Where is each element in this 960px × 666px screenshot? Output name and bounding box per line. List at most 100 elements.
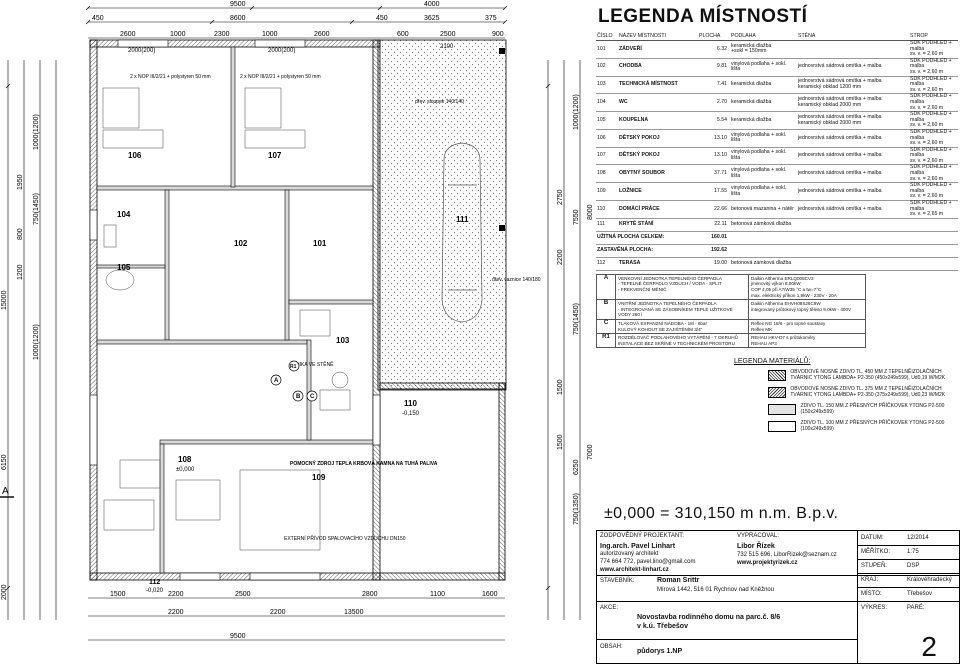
left-dimension-text: 15000 6150 2000 1950 1000(1200) 750(1450… (1, 114, 40, 600)
header-name: NÁZEV MÍSTNOSTI (618, 32, 698, 41)
designer-contact: 774 664 772, pavel.lino@gmail.com (600, 559, 696, 565)
room-num: 103 (596, 76, 618, 95)
interior-walls (96, 46, 374, 574)
room-wall: jednovrstvá sádrová omítka + malba (797, 182, 909, 202)
dim-left-3: 1950 (17, 174, 24, 190)
room-name: OBYTNÝ SOUBOR (618, 164, 698, 184)
room-area: 7.41 (698, 76, 730, 95)
note-external-air: EXTERNÍ PŘÍVOD SPALOVACÍHO VZDUCHU DN150 (284, 534, 406, 542)
dim-left-5: 750(1450) (33, 193, 40, 225)
room-ceiling: SDK PODHLED + malba sv. v. = 2,60 m (909, 147, 958, 166)
room-ceiling: SDK PODHLED + malba sv. v. = 2,60 m (909, 165, 958, 184)
builder-name: Roman Šrittr (657, 577, 700, 584)
equip-marker-r1-label: R1 (290, 364, 297, 370)
material-text: ZDIVO TL. 100 MM Z PŘESNÝCH PŘÍČKOVEK YT… (800, 420, 945, 433)
author-web: www.projektyrizek.cz (737, 560, 798, 566)
header-area: PLOCHA (698, 32, 730, 41)
pillars (499, 48, 505, 231)
equipment-label: VENKOVNÍ JEDNOTKA TEPELNÉHO ČERPADLA - T… (615, 273, 749, 301)
equipment-symbol: R1 (596, 333, 616, 349)
floor-plan: 106 107 104 105 102 101 103 108 ±0,000 1… (0, 1, 594, 641)
title-block: ZODPOVĚDNÝ PROJEKTANT: Ing.arch. Pavel L… (596, 530, 960, 664)
room-area: 17.55 (698, 182, 730, 202)
equipment-symbol: A (596, 273, 616, 301)
dim-left-4: 1000(1200) (33, 114, 40, 150)
designer-role: autorizovaný architekt (600, 551, 659, 557)
room-floor: vinylová podlaha + sokl. lišta (730, 182, 797, 202)
note-wood-beam: dřev. vaznice 140/180 (492, 277, 541, 283)
place-label: MÍSTO: (861, 591, 882, 597)
dim-left-7: 1000(1200) (33, 324, 40, 360)
terrace-num: 112 (596, 257, 618, 271)
note-lintel-2: 2 x NOP III/2/21 + polystyren 50 mm (240, 74, 321, 80)
room-area: 22.11 (698, 218, 730, 232)
area-sum-row: UŽITNÁ PLOCHA CELKEM:160.01 (596, 231, 958, 245)
sum-blank (730, 244, 958, 258)
furniture (102, 87, 351, 551)
dim-bottom-9: 2200 (270, 609, 286, 616)
dim-top-17: 2100 (440, 44, 454, 50)
sum-label: ZASTAVĚNÁ PLOCHA: (596, 244, 698, 258)
room-label-102: 102 (234, 239, 248, 248)
room-area: 22.66 (698, 200, 730, 219)
dimension-text: 9500 8600 4000 3625 450 450 375 2600 100… (92, 1, 504, 640)
room-floor: vinylová podlaha + sokl. lišta (730, 164, 797, 184)
level-reference: ±0,000 = 310,150 m n.m. B.p.v. (604, 505, 839, 522)
scale-value: 1:75 (907, 549, 919, 555)
equipment-description: Daikin Altherma ERLQ008CV3 jmenovitý výk… (748, 273, 866, 301)
dim-top-2: 4000 (424, 1, 440, 8)
dim-left-8: 800 (17, 228, 24, 240)
place-value: Třebešov (907, 591, 933, 597)
room-name: KRYTÉ STÁNÍ (618, 218, 698, 232)
date-value: 12/2014 (907, 535, 929, 541)
equip-marker-a (270, 374, 282, 386)
author-label: VYPRACOVAL: (737, 533, 779, 539)
room-floor: keramická dlažba (730, 93, 797, 113)
equipment-symbol: C (596, 318, 616, 335)
builder-address: Mírová 1442, 516 01 Rychnov nad Kněžnou (657, 587, 775, 593)
dim-bottom-5: 2800 (362, 591, 378, 598)
equip-marker-r1 (288, 360, 300, 372)
room-wall: jednovrstvá sádrová omítka + malba keram… (797, 93, 909, 113)
room-label-106: 106 (128, 151, 142, 160)
room-label-103: 103 (336, 336, 350, 345)
dim-right-6: 1500 (557, 379, 564, 395)
material-row: OBVODOVÉ NOSNÉ ZDIVO TL. 450 MM Z TEPELN… (768, 369, 958, 381)
room-floor: keramická dlažba (730, 76, 797, 95)
room-area: 9.81 (698, 58, 730, 77)
content-value: půdorys 1.NP (637, 648, 683, 655)
room-num: 111 (596, 218, 618, 232)
author-contact: 732 515 696, LiborRizek@seznam.cz (737, 552, 837, 558)
dim-top-8: 1000 (170, 31, 186, 38)
plan-notes: 2 x NOP III/2/21 + polystyren 50 mm 2 x … (130, 74, 541, 542)
room-label-107: 107 (268, 151, 282, 160)
dim-top-12: 600 (397, 31, 409, 38)
drawing-number: 2 (921, 631, 937, 662)
room-floor: betonová mazanina + nátěr (730, 200, 797, 219)
stage-value: DSP (907, 563, 920, 569)
sum-value: 160.01 (698, 231, 730, 245)
room-ceiling (909, 218, 958, 232)
room-floor: keramická dlažba (730, 111, 797, 130)
header-wall: STĚNA (797, 32, 909, 41)
project-label: AKCE: (600, 605, 619, 611)
dim-bottom-3: 2200 (168, 591, 184, 598)
room-level-110: -0,150 (402, 411, 420, 417)
room-ceiling: SDK PODHLED + malba sv. v. = 2,60 m (909, 76, 958, 95)
dim-top-14: 900 (492, 31, 504, 38)
room-num: 105 (596, 111, 618, 130)
header-num: ČÍSLO (596, 32, 618, 41)
room-num: 109 (596, 182, 618, 202)
room-legend: LEGENDA MÍSTNOSTÍ ČÍSLO NÁZEV MÍSTNOSTI … (596, 4, 958, 437)
dim-bottom-7: 1600 (482, 591, 498, 598)
dim-right-9: 7000 (587, 444, 594, 460)
dim-right-8: 6250 (573, 459, 580, 475)
dim-right-1: 7550 (573, 209, 580, 225)
material-text: OBVODOVÉ NOSNÉ ZDIVO TL. 450 MM Z TEPELN… (790, 369, 946, 382)
